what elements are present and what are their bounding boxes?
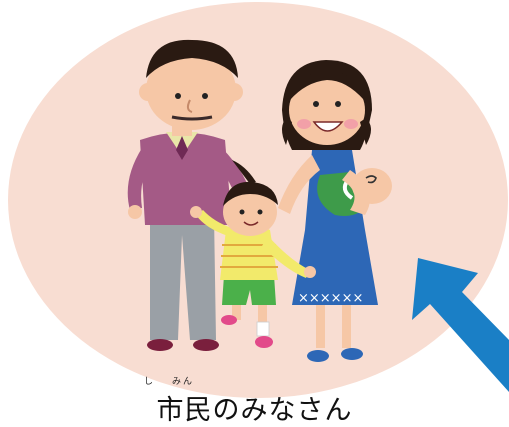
arrow-up-left-icon: [412, 258, 509, 392]
mother-figure: ××××××: [278, 60, 392, 362]
ruby-shi: し: [144, 377, 156, 387]
svg-text:××××××: ××××××: [298, 291, 363, 306]
ruby-min: みん: [172, 377, 195, 387]
child-figure: [190, 160, 316, 348]
caption-citizens: 市民のみなさん: [156, 395, 353, 426]
